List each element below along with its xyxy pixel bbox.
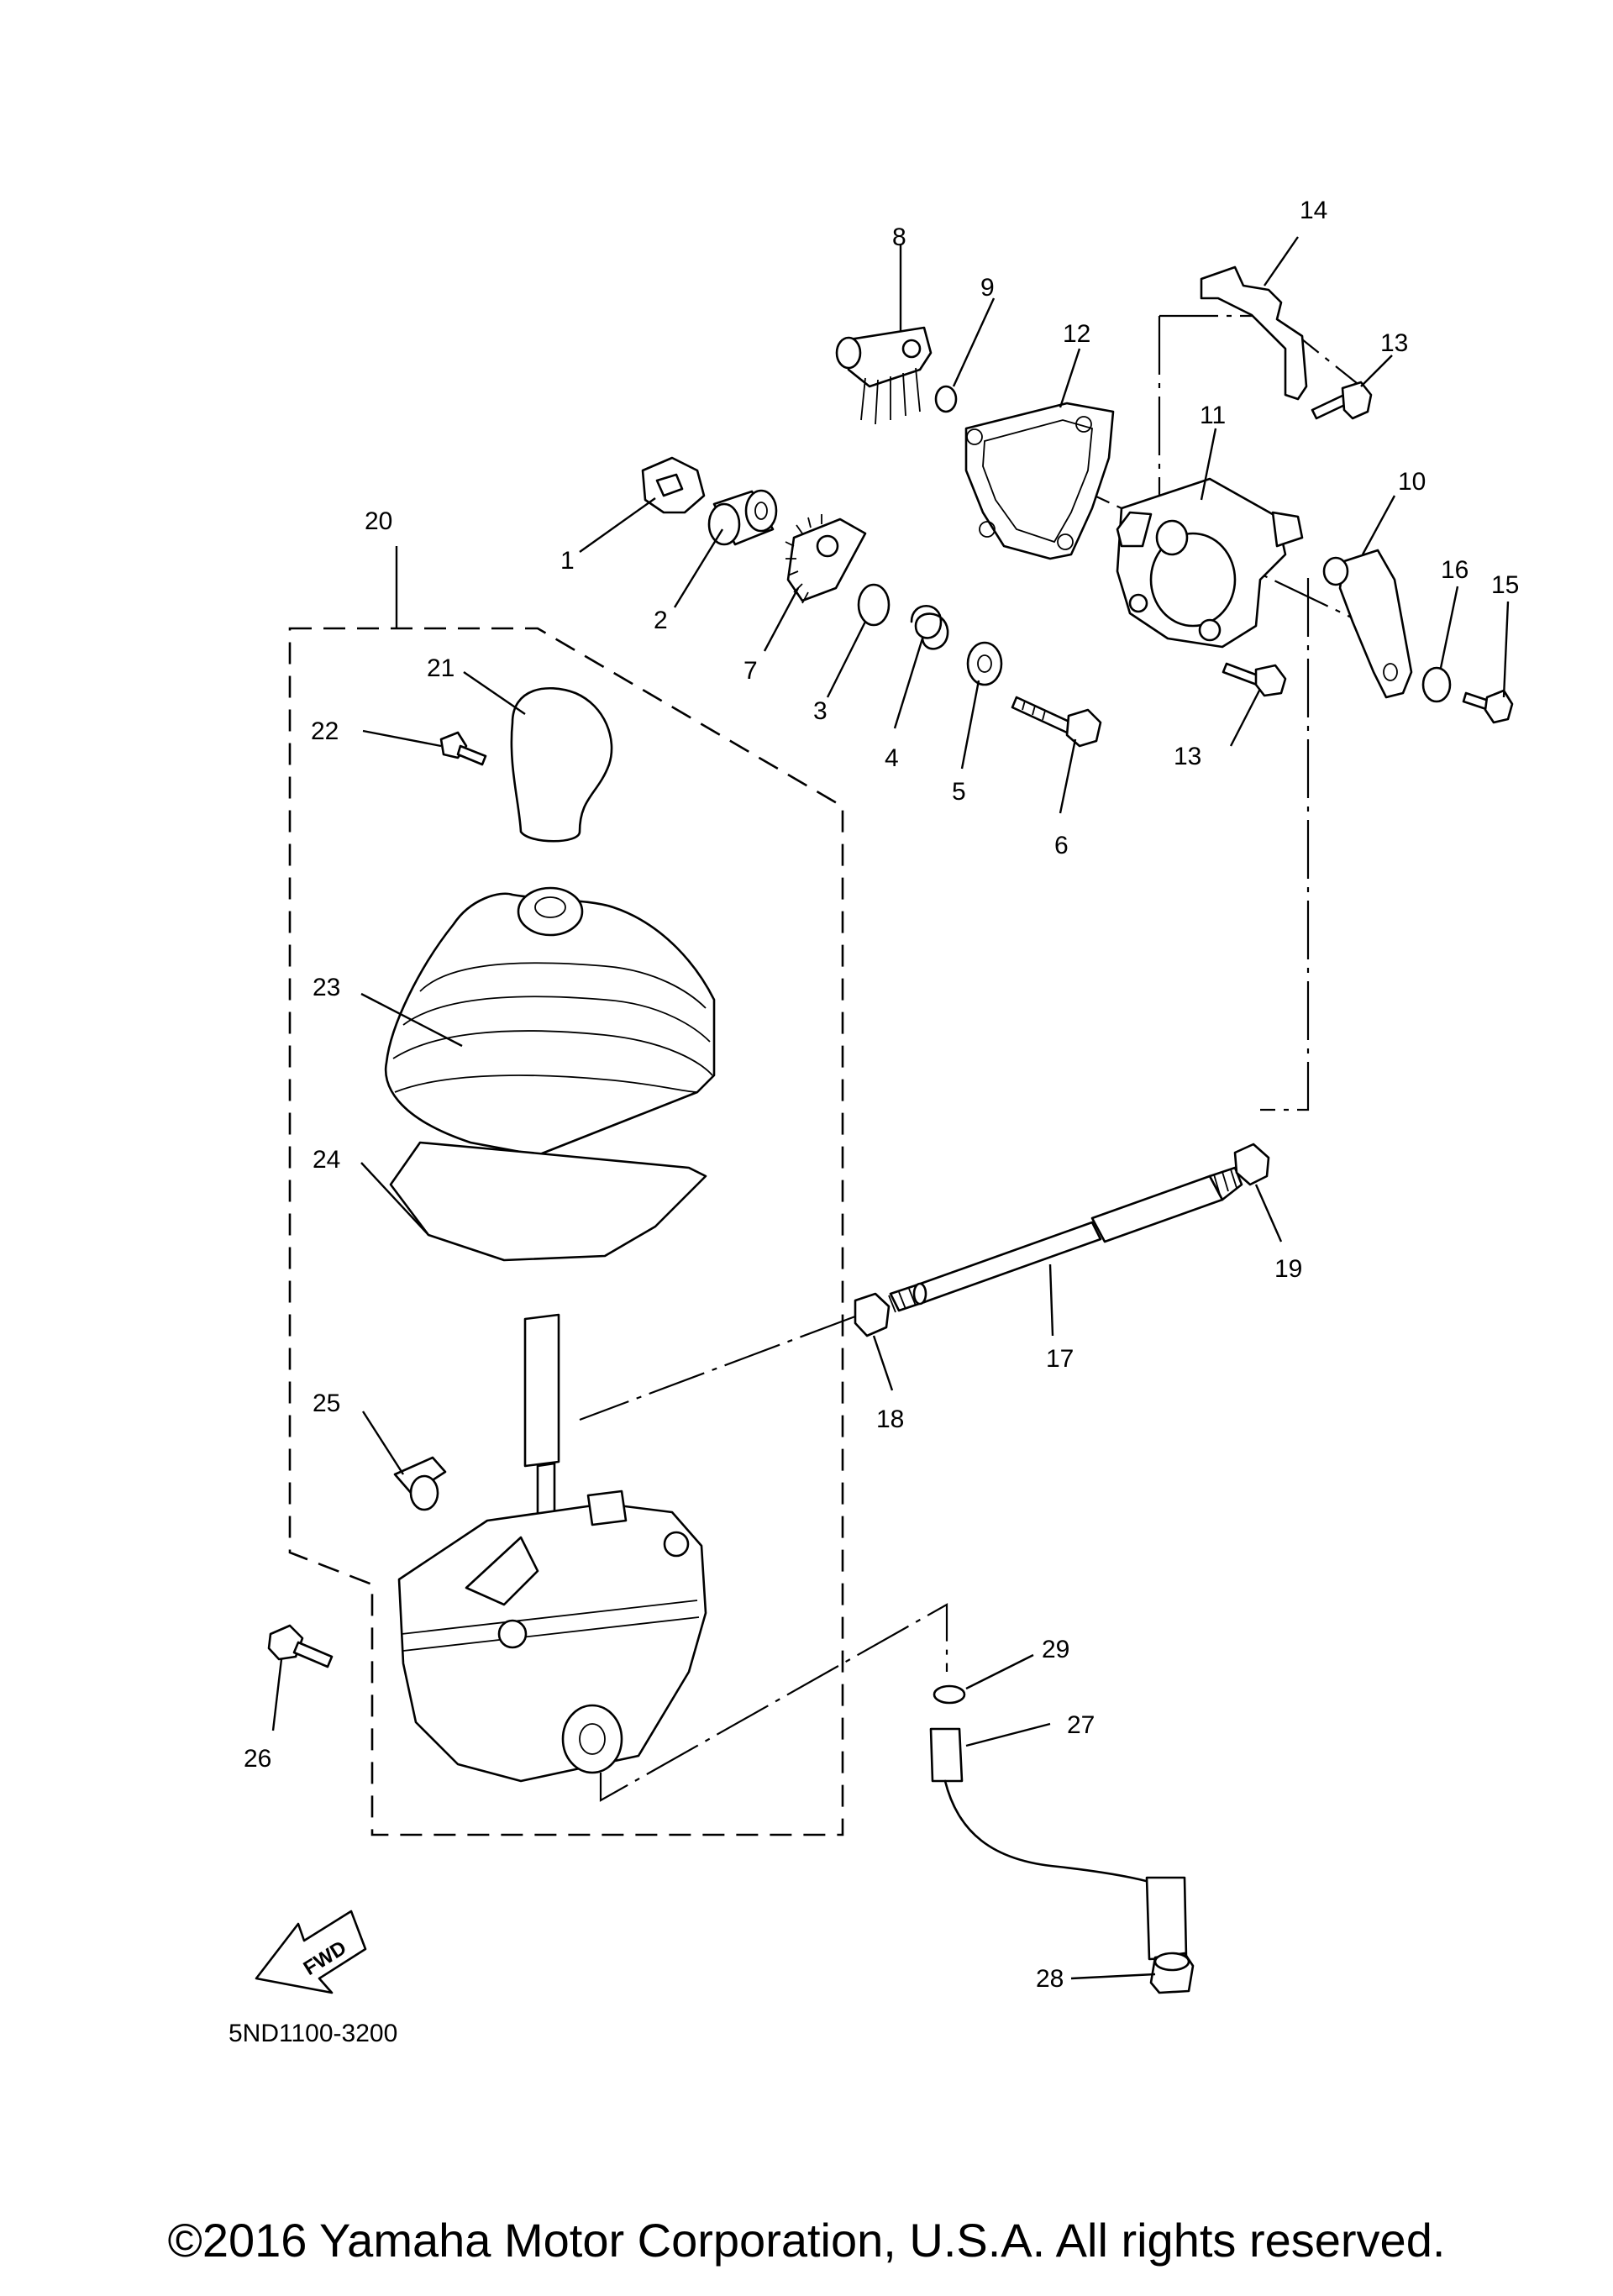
callout-21: 21 xyxy=(427,654,454,682)
callout-8: 8 xyxy=(892,223,906,251)
callout-numbers: 1 2 3 4 5 6 7 8 9 10 11 12 13 13 14 15 1… xyxy=(244,197,1519,1993)
callout-14: 14 xyxy=(1300,197,1327,224)
callout-13-lower: 13 xyxy=(1174,743,1201,770)
bolt-part-6 xyxy=(1011,696,1102,748)
leader-lines xyxy=(271,236,1510,1980)
reference-line-right-vertical xyxy=(1260,578,1310,1111)
shift-rod-part-17 xyxy=(888,1166,1243,1313)
bolt-part-13-upper xyxy=(1311,381,1373,420)
bolt-part-13-lower xyxy=(1222,662,1287,697)
fwd-arrow-icon: FWD xyxy=(255,1910,367,1994)
housing-part-11 xyxy=(1116,477,1304,649)
lever-part-10 xyxy=(1322,549,1413,699)
callout-15: 15 xyxy=(1491,571,1519,599)
assembly-boundary-20 xyxy=(288,627,844,1836)
hose-part-27 xyxy=(929,1727,1188,1961)
callout-25: 25 xyxy=(313,1390,340,1417)
knob-part-21 xyxy=(510,686,613,843)
diagram-code: 5ND1100-3200 xyxy=(229,2020,397,2047)
washer-part-16 xyxy=(1421,666,1452,703)
cap-part-28 xyxy=(1149,1952,1195,1994)
shift-box-body xyxy=(397,1490,707,1783)
callout-17: 17 xyxy=(1046,1345,1074,1373)
gasket-part-24 xyxy=(389,1141,707,1262)
o-ring-part-9 xyxy=(934,385,958,413)
reference-line-lower xyxy=(599,1603,948,1802)
nut-part-18 xyxy=(854,1292,891,1337)
callout-9: 9 xyxy=(980,274,995,302)
callout-26: 26 xyxy=(244,1745,271,1773)
collar-part-2 xyxy=(707,489,778,546)
copyright-notice: ©2016 Yamaha Motor Corporation, U.S.A. A… xyxy=(167,2214,1446,2267)
shift-lever xyxy=(523,1313,560,1532)
callout-7: 7 xyxy=(743,657,758,685)
callout-20: 20 xyxy=(365,507,392,535)
callout-4: 4 xyxy=(885,744,899,772)
callout-29: 29 xyxy=(1042,1636,1069,1663)
callout-13-upper: 13 xyxy=(1380,329,1408,357)
callout-12: 12 xyxy=(1063,320,1090,348)
reference-line-cover xyxy=(982,443,1379,631)
washer-part-5 xyxy=(966,641,1003,686)
callout-3: 3 xyxy=(813,697,828,725)
callout-19: 19 xyxy=(1274,1255,1302,1283)
cam-part-1 xyxy=(641,456,706,514)
reference-line-rod xyxy=(579,1315,856,1421)
fitting-part-25 xyxy=(393,1456,447,1511)
screw-part-22 xyxy=(439,731,487,766)
gear-part-7 xyxy=(785,514,867,604)
callout-5: 5 xyxy=(952,778,966,806)
callout-1: 1 xyxy=(560,547,575,575)
callout-18: 18 xyxy=(876,1405,904,1433)
spring-part-4 xyxy=(910,604,949,650)
callout-2: 2 xyxy=(654,607,668,634)
clip-part-29 xyxy=(933,1684,966,1705)
callout-24: 24 xyxy=(313,1146,340,1174)
gasket-part-12 xyxy=(964,402,1115,560)
bolt-part-26 xyxy=(267,1624,334,1668)
callout-6: 6 xyxy=(1054,832,1069,859)
callout-23: 23 xyxy=(313,974,340,1001)
callout-28: 28 xyxy=(1036,1965,1064,1993)
callout-16: 16 xyxy=(1441,556,1469,584)
shift-switch-part-8 xyxy=(835,326,933,425)
callout-22: 22 xyxy=(311,717,339,745)
callout-10: 10 xyxy=(1398,468,1426,496)
boot-part-23 xyxy=(384,886,716,1157)
nut-part-19 xyxy=(1233,1143,1270,1186)
callout-11: 11 xyxy=(1200,402,1226,429)
washer-part-3 xyxy=(857,583,891,627)
callout-27: 27 xyxy=(1067,1711,1095,1739)
bracket-part-14 xyxy=(1200,265,1308,401)
